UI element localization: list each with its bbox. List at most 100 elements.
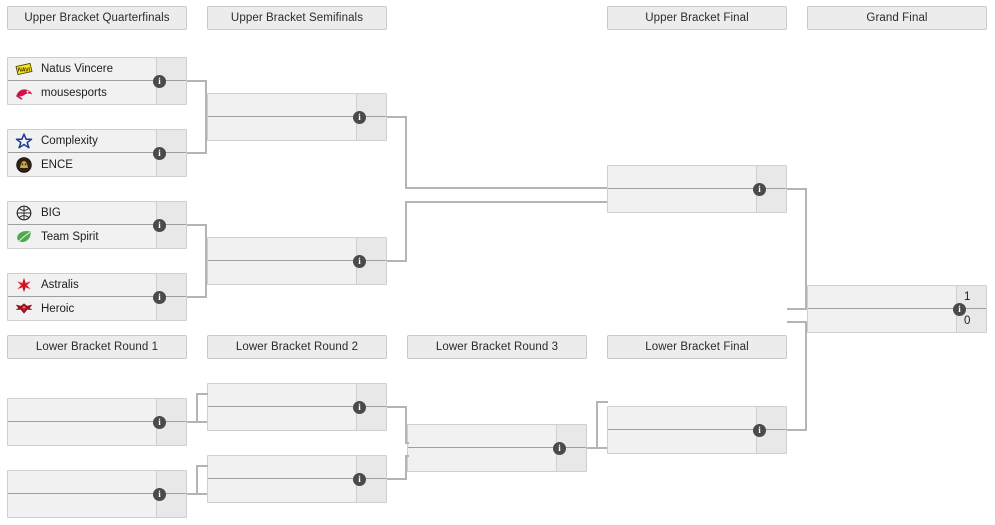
match-info-icon[interactable]: i [753, 182, 766, 196]
connector-lbfinal-in-h [787, 321, 807, 323]
match-row-bottom[interactable] [208, 261, 386, 284]
ence-logo [15, 156, 33, 173]
connector-ubqf4-out-h [187, 296, 207, 298]
match-info-icon[interactable]: i [353, 400, 366, 414]
team-cell [608, 189, 756, 212]
round-header-upper-1[interactable]: Upper Bracket Semifinals [207, 6, 387, 30]
team-cell [208, 94, 356, 116]
match-info-icon[interactable]: i [153, 74, 166, 88]
round-header-lower-3[interactable]: Lower Bracket Final [607, 335, 787, 359]
round-header-lower-2[interactable]: Lower Bracket Round 3 [407, 335, 587, 359]
match-ubfinal[interactable] [607, 165, 787, 213]
connector-lbr2m2-join-v [405, 455, 407, 480]
match-info-icon[interactable]: i [153, 290, 166, 304]
round-header-lower-1[interactable]: Lower Bracket Round 2 [207, 335, 387, 359]
match-info-icon[interactable]: i [353, 110, 366, 124]
round-header-upper-2[interactable]: Upper Bracket Final [607, 6, 787, 30]
connector-lbr2m1-join-v [405, 406, 407, 443]
match-info-icon[interactable]: i [553, 441, 566, 455]
round-header-upper-0[interactable]: Upper Bracket Quarterfinals [7, 6, 187, 30]
connector-ubqf1-out-v [205, 80, 207, 118]
match-row-bottom[interactable]: 0 [808, 309, 986, 332]
match-row-top[interactable] [608, 166, 786, 189]
match-info-icon[interactable]: i [153, 218, 166, 232]
match-row-bottom[interactable] [608, 430, 786, 453]
connector-ubqf1-out-h [187, 80, 207, 82]
match-row-bottom[interactable]: ENCE [8, 153, 186, 176]
match-row-bottom[interactable] [8, 494, 186, 517]
connector-lbr1m1-in-h [196, 393, 208, 395]
score-cell [156, 58, 186, 80]
team-name: Natus Vincere [41, 63, 114, 75]
team-name: ENCE [41, 158, 73, 171]
round-header-lower-0[interactable]: Lower Bracket Round 1 [7, 335, 187, 359]
connector-lbr1m1-up-v [196, 393, 198, 423]
heroic-logo [15, 301, 33, 317]
team-name: Team Spirit [41, 230, 99, 243]
score-cell [356, 407, 386, 430]
score-cell [356, 456, 386, 478]
match-row-bottom[interactable] [208, 117, 386, 140]
team-cell [8, 471, 156, 493]
match-ubsf2[interactable] [207, 237, 387, 285]
match-row-bottom[interactable] [8, 422, 186, 445]
score-cell [756, 189, 786, 212]
match-lbr3m1[interactable] [407, 424, 587, 472]
match-lbr1m2[interactable] [7, 470, 187, 518]
team-cell: Heroic [8, 297, 156, 320]
match-row-top[interactable]: 1 [808, 286, 986, 309]
connector-lbr1m2-up-v [196, 465, 198, 495]
match-row-top[interactable] [608, 407, 786, 430]
match-row-top[interactable]: Complexity [8, 130, 186, 153]
team-name: Complexity [41, 135, 98, 147]
score-cell [156, 130, 186, 152]
mousesports-logo [15, 85, 33, 101]
score-cell [356, 238, 386, 260]
match-row-bottom[interactable] [208, 479, 386, 502]
match-row-top[interactable] [208, 94, 386, 117]
match-info-icon[interactable]: i [153, 146, 166, 160]
match-row-bottom[interactable]: Heroic [8, 297, 186, 320]
team-cell [208, 456, 356, 478]
match-row-bottom[interactable]: Team Spirit [8, 225, 186, 248]
match-row-top[interactable]: Astralis [8, 274, 186, 297]
match-row-top[interactable] [208, 456, 386, 479]
match-row-top[interactable] [8, 471, 186, 494]
match-info-icon[interactable]: i [953, 302, 966, 316]
match-row-bottom[interactable] [608, 189, 786, 212]
match-info-icon[interactable]: i [153, 415, 166, 429]
match-row-top[interactable] [8, 399, 186, 422]
connector-ubsf1-out-h [387, 116, 407, 118]
connector-ubqf3-out-h [187, 224, 207, 226]
connector-ubfinal-out-h [787, 188, 807, 190]
match-row-bottom[interactable]: mousesports [8, 81, 186, 104]
connector-ubqf4-out-v [205, 260, 207, 298]
match-row-top[interactable] [208, 384, 386, 407]
match-row-bottom[interactable] [208, 407, 386, 430]
score-cell [156, 153, 186, 176]
match-info-icon[interactable]: i [153, 487, 166, 501]
score-cell [556, 448, 586, 471]
match-info-icon[interactable]: i [753, 423, 766, 437]
match-row-top[interactable]: BIG [8, 202, 186, 225]
match-row-top[interactable] [408, 425, 586, 448]
big-logo [15, 205, 33, 221]
match-lbfinal[interactable] [607, 406, 787, 454]
match-row-bottom[interactable] [408, 448, 586, 471]
score-cell [156, 202, 186, 224]
round-header-upper-3[interactable]: Grand Final [807, 6, 987, 30]
match-info-icon[interactable]: i [353, 254, 366, 268]
match-row-top[interactable] [208, 238, 386, 261]
connector-lbr2-in-h2 [405, 455, 409, 457]
match-info-icon[interactable]: i [353, 472, 366, 486]
connector-ubsf1-in-h [405, 187, 607, 189]
astralis-logo [15, 277, 33, 293]
connector-lbr2m1-out-h [387, 406, 407, 408]
team-cell [408, 448, 556, 471]
